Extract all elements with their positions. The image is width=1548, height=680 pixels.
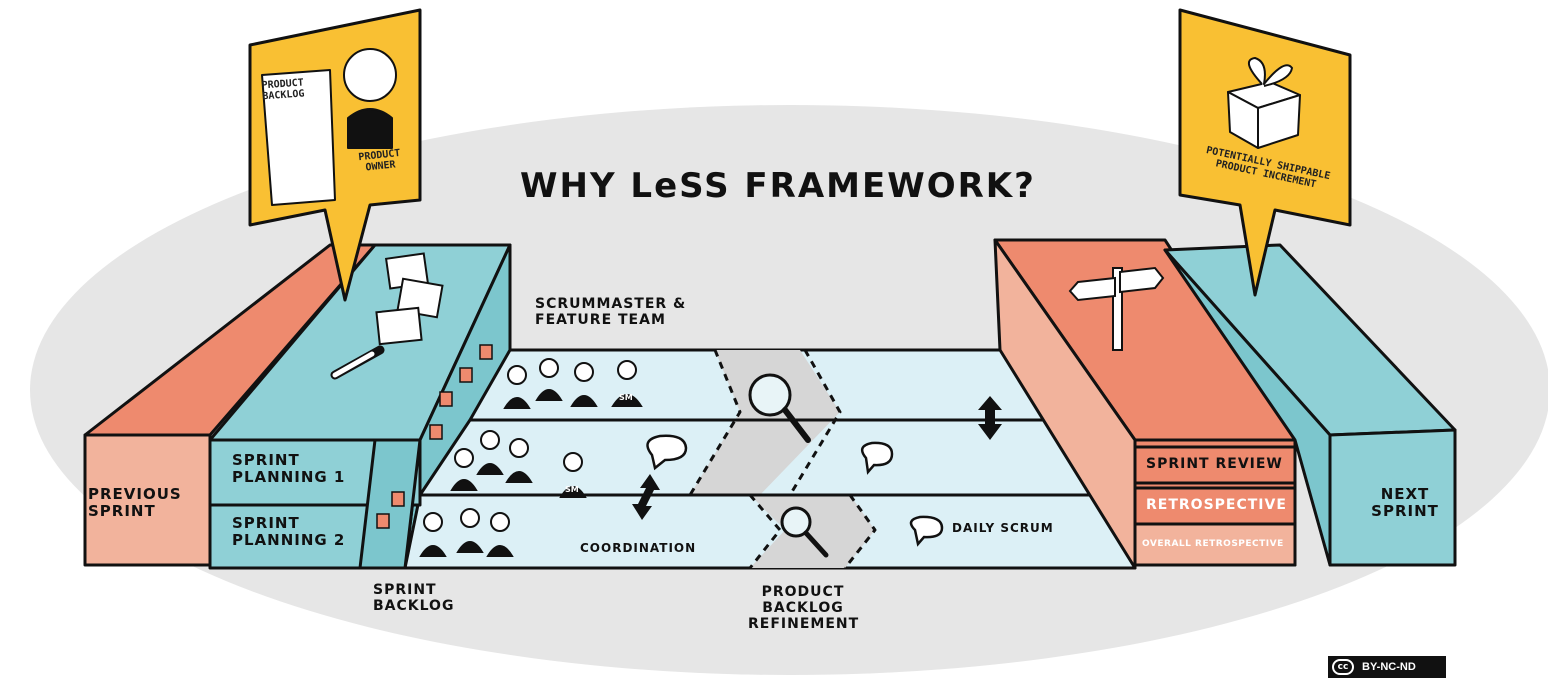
feature-team-middle [450, 430, 587, 498]
paper-notes [375, 252, 444, 346]
product-owner-callout [248, 8, 422, 302]
next-sprint-label: NEXT SPRINT [1371, 485, 1439, 521]
sprint-backlog-label: SPRINT BACKLOG [373, 582, 455, 615]
daily-scrum-label: DAILY SCRUM [952, 521, 1054, 535]
sprint-planning-block [208, 243, 512, 570]
next-sprint-block [1163, 243, 1457, 567]
scrummaster-badge-middle: SM [565, 485, 579, 494]
product-backlog-refinement-label: PRODUCT BACKLOG REFINEMENT [748, 584, 860, 633]
refinement-strip-top [690, 350, 840, 495]
previous-sprint-block [83, 243, 377, 567]
sprint-backlog-cards [376, 344, 493, 529]
sprint-review-label: SPRINT REVIEW [1146, 456, 1283, 472]
arrow-icon-right [978, 396, 1002, 440]
signpost-icon [1068, 266, 1165, 351]
product-backlog-note: PRODUCT BACKLOG [261, 77, 305, 103]
marker-pen [330, 345, 385, 380]
feature-team-bottom [419, 508, 514, 557]
speech-bubble-icons [646, 434, 944, 547]
creative-commons-icon: cc [1332, 659, 1354, 675]
previous-sprint-label: PREVIOUS SPRINT [88, 485, 182, 521]
sprint-planning-1-label: SPRINT PLANNING 1 [232, 451, 346, 487]
feature-team-top [503, 358, 643, 409]
arrow-icon-coordination [632, 474, 660, 520]
coordination-label: COORDINATION [580, 541, 697, 555]
magnifier-icon-large [748, 373, 811, 443]
diagram-title: WHY LeSS FRAMEWORK? [520, 166, 1036, 206]
increment-callout [1178, 8, 1352, 297]
sprint-planning-2-label: SPRINT PLANNING 2 [232, 514, 346, 550]
overall-retrospective-label: OVERALL RETROSPECTIVE [1142, 539, 1284, 549]
refinement-strip-bottom [750, 495, 875, 568]
scrummaster-team-label: SCRUMMASTER & FEATURE TEAM [535, 296, 687, 329]
license-badge[interactable]: cc BY-NC-ND [1328, 656, 1446, 678]
magnifier-icon-small [780, 506, 829, 558]
license-text: BY-NC-ND [1362, 661, 1416, 673]
scrummaster-badge-top: SM [619, 393, 633, 402]
retrospective-label: RETROSPECTIVE [1146, 497, 1287, 513]
